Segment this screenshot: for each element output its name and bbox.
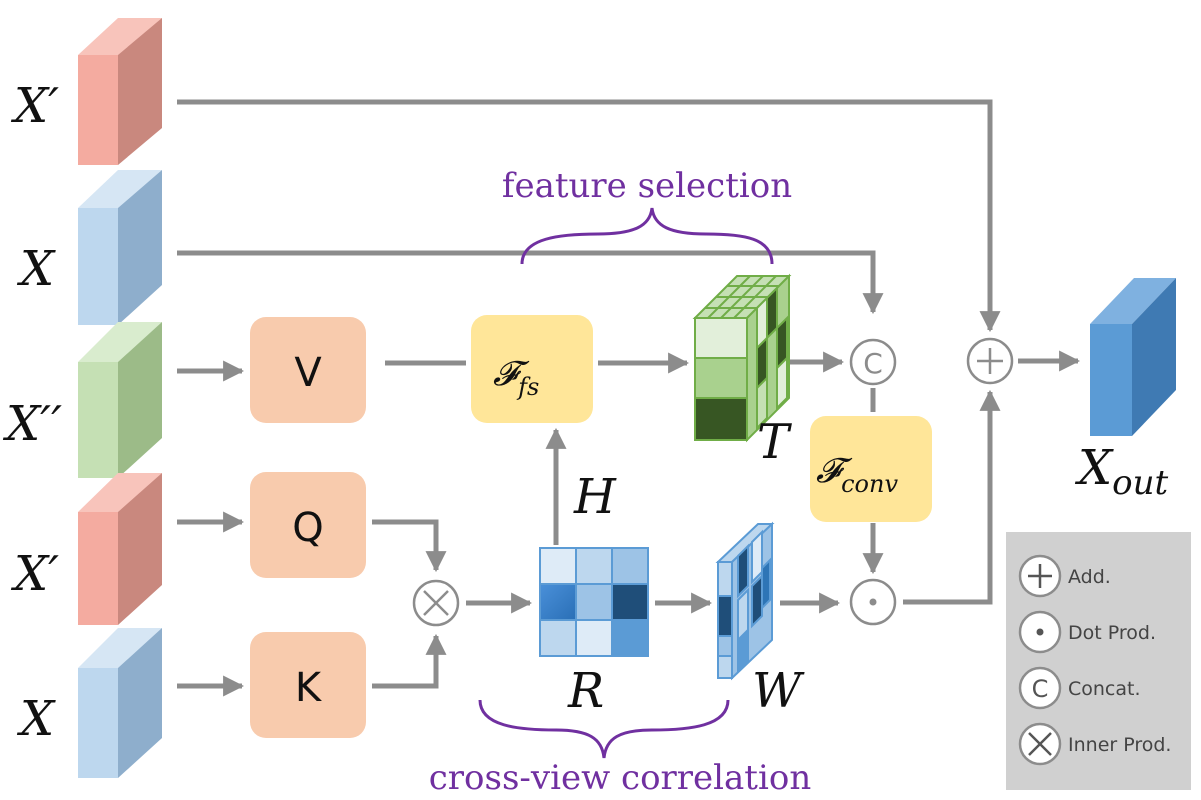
input-block-x-bottom bbox=[78, 628, 162, 778]
label-w: W bbox=[752, 663, 805, 719]
label-cross-view-correlation: cross-view correlation bbox=[429, 758, 811, 798]
arrow-k-to-inner bbox=[372, 633, 447, 689]
arrow-dot-to-add bbox=[903, 389, 1001, 605]
label-x-bottom: X bbox=[16, 691, 56, 747]
label-feature-selection: feature selection bbox=[502, 166, 792, 206]
input-block-x-prime-mid bbox=[78, 473, 162, 625]
legend: Add. Dot Prod. C Concat. Inner Prod. bbox=[1006, 532, 1191, 790]
legend-label-add: Add. bbox=[1068, 566, 1111, 588]
legend-item-concat: C Concat. bbox=[1018, 666, 1141, 710]
ffs-label: 𝓕fs bbox=[493, 354, 539, 401]
ffs-sub: fs bbox=[516, 373, 539, 401]
matrix-r bbox=[539, 547, 649, 657]
arrow-x-to-concat bbox=[177, 250, 884, 315]
input-block-x-prime-top bbox=[78, 18, 162, 165]
label-x-prime-mid: X′ bbox=[10, 546, 59, 602]
label-x-prime-top: X′ bbox=[10, 78, 59, 134]
tensor-t bbox=[692, 273, 792, 443]
label-x-top: X bbox=[16, 241, 56, 297]
brace-cross-view bbox=[478, 699, 730, 759]
r-cell bbox=[539, 619, 577, 657]
legend-item-add: Add. bbox=[1018, 554, 1111, 598]
input-block-x-top bbox=[78, 170, 162, 325]
tensor-w bbox=[715, 521, 775, 681]
q-label: Q bbox=[292, 505, 323, 551]
arrow-q-to-inner bbox=[372, 519, 447, 573]
legend-label-concat: Concat. bbox=[1068, 678, 1141, 700]
label-r: R bbox=[567, 663, 604, 719]
legend-label-inner: Inner Prod. bbox=[1068, 734, 1171, 756]
legend-item-inner: Inner Prod. bbox=[1018, 722, 1171, 766]
r-cell bbox=[575, 547, 613, 585]
r-cell bbox=[539, 547, 577, 585]
r-cell bbox=[575, 619, 613, 657]
inner-product-op bbox=[412, 579, 460, 627]
r-cell bbox=[611, 619, 649, 657]
fconv-module: 𝓕conv bbox=[810, 416, 932, 522]
r-cell bbox=[575, 583, 613, 621]
legend-item-dot: Dot Prod. bbox=[1018, 610, 1156, 654]
k-module: K bbox=[250, 632, 366, 738]
ffs-module: 𝓕fs bbox=[471, 315, 593, 423]
label-x-double-prime: X′′ bbox=[2, 396, 62, 452]
dot-product-op bbox=[849, 578, 897, 626]
k-label: K bbox=[295, 665, 323, 711]
input-block-x-double-prime bbox=[78, 322, 162, 478]
output-block bbox=[1090, 278, 1176, 436]
connections bbox=[177, 99, 1081, 697]
label-t: T bbox=[757, 414, 792, 470]
concat-symbol: C bbox=[863, 347, 883, 380]
r-cell bbox=[611, 547, 649, 585]
concat-op: C bbox=[849, 338, 897, 386]
brace-feature-selection bbox=[520, 207, 774, 265]
xout-sub: out bbox=[1112, 463, 1168, 503]
arrow-x-prime-to-add bbox=[177, 99, 1001, 333]
v-label: V bbox=[294, 350, 322, 396]
legend-concat-symbol: C bbox=[1032, 675, 1049, 703]
q-module: Q bbox=[250, 472, 366, 578]
label-h: H bbox=[573, 469, 617, 525]
legend-label-dot: Dot Prod. bbox=[1068, 622, 1156, 644]
xout-base: X bbox=[1074, 440, 1114, 496]
fconv-sub: conv bbox=[841, 470, 898, 498]
v-module: V bbox=[250, 317, 366, 423]
label-x-out: Xout bbox=[1074, 440, 1169, 503]
r-cell bbox=[539, 583, 577, 621]
r-cell bbox=[611, 583, 649, 621]
add-op bbox=[966, 337, 1014, 385]
